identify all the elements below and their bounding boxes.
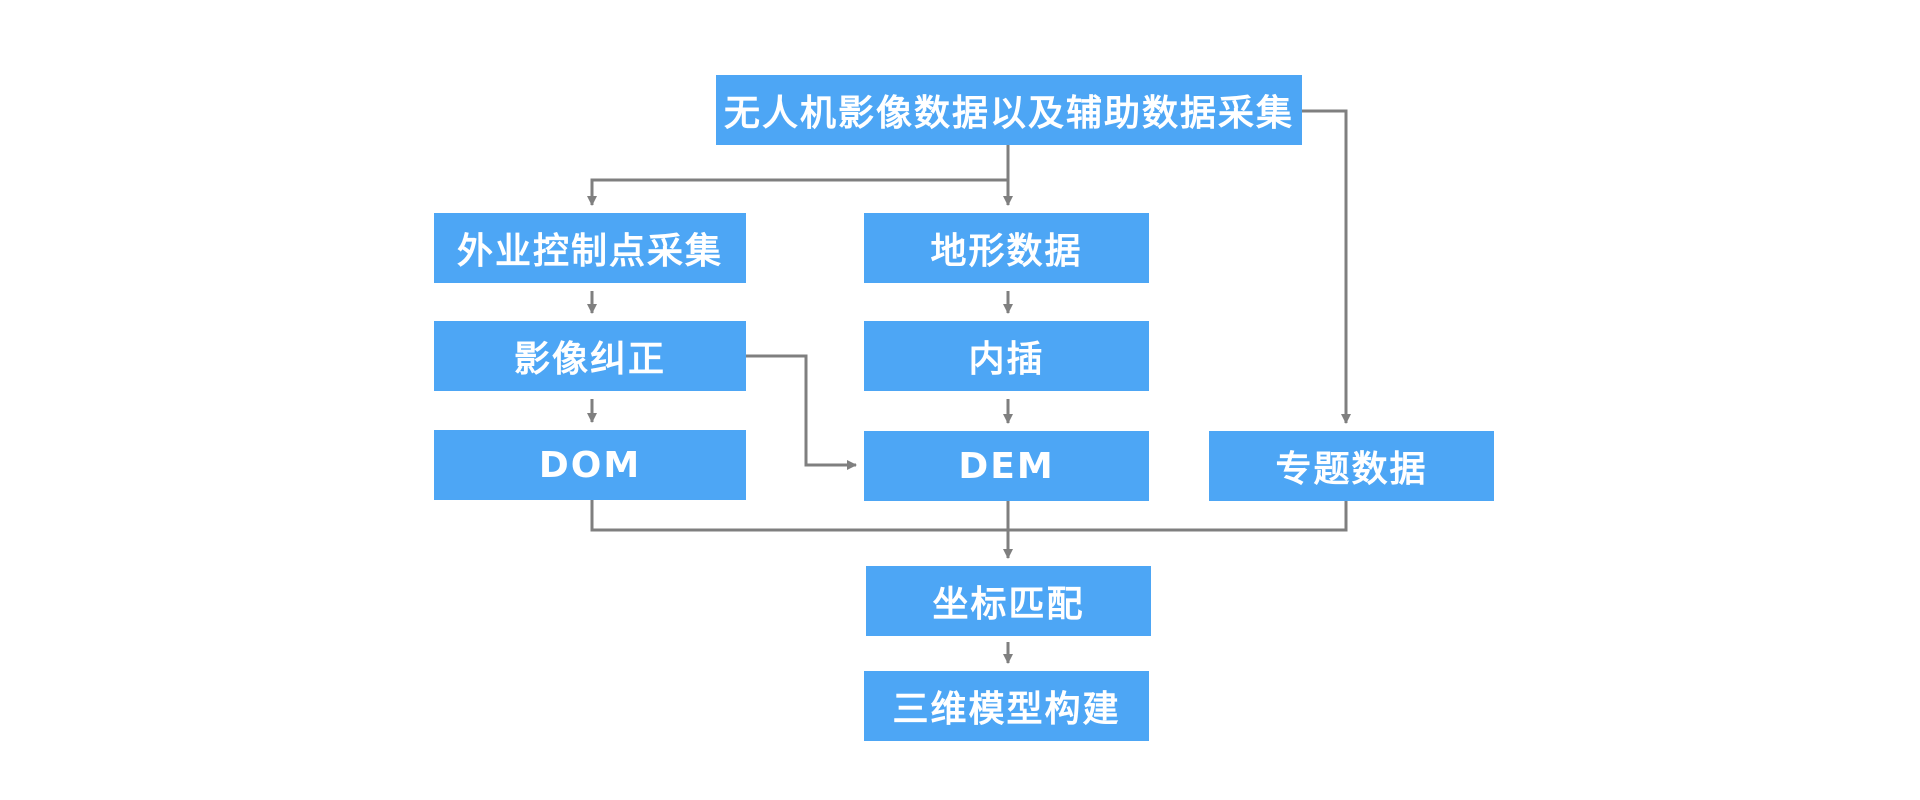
arrow-rectify-to-dem (746, 354, 857, 470)
arrow-top-to-thematic (1302, 109, 1351, 424)
node-uav-data-collection: 无人机影像数据以及辅助数据采集 (716, 75, 1302, 145)
arrow-top-to-gcp (587, 145, 1010, 206)
node-dom: DOM (434, 430, 746, 500)
node-field-control-points: 外业控制点采集 (434, 213, 746, 283)
node-dem: DEM (864, 431, 1149, 501)
node-3d-model-construction: 三维模型构建 (864, 671, 1149, 741)
node-image-rectification: 影像纠正 (434, 321, 746, 391)
node-terrain-data: 地形数据 (864, 213, 1149, 283)
merge-line-dom (590, 500, 1348, 532)
node-interpolation: 内插 (864, 321, 1149, 391)
node-thematic-data: 专题数据 (1209, 431, 1494, 501)
node-coordinate-matching: 坐标匹配 (866, 566, 1151, 636)
